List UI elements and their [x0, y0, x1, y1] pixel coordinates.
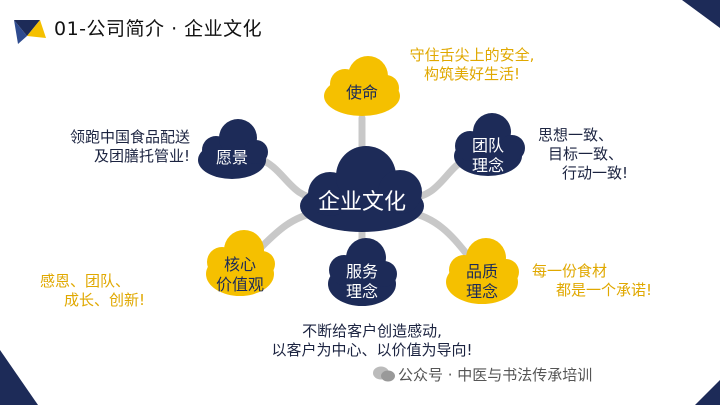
corner-bottom-right: [695, 380, 720, 405]
cloud-mission-label: 使命: [345, 83, 378, 102]
quality-note: 每一份食材 都是一个承诺!: [532, 262, 653, 299]
service-note: 不断给客户创造感动, 以客户为中心、以价值为导向!: [271, 322, 473, 359]
mission-note: 守住舌尖上的安全, 构筑美好生活!: [409, 46, 535, 83]
wechat-icon: [373, 366, 395, 382]
cloud-quality-shape: [446, 238, 519, 304]
page-title: 01-公司简介 · 企业文化: [54, 18, 263, 40]
vision-note: 领跑中国食品配送 及团膳托管业!: [69, 128, 190, 165]
cloud-vision-shape: [198, 119, 268, 179]
corner-top-right: [682, 0, 720, 28]
cloud-service-label: 服务 理念: [345, 262, 378, 301]
cloud-core-shape: [206, 230, 275, 296]
cloud-mission-shape: [324, 56, 400, 116]
cloud-core-label: 核心 价值观: [215, 255, 264, 294]
core-note: 感恩、团队、 成长、创新!: [40, 272, 146, 309]
cloud-team-shape: [454, 113, 525, 176]
cloud-center-label: 企业文化: [317, 190, 406, 215]
logo-mark-icon: [14, 20, 46, 44]
cloud-team-label: 团队 理念: [471, 136, 504, 175]
cloud-quality-label: 品质 理念: [465, 262, 498, 301]
team-note: 思想一致、 目标一致、 行动一致!: [538, 126, 629, 182]
cloud-service-shape: [328, 238, 397, 306]
cloud-center-shape: [300, 146, 424, 232]
watermark-text: 公众号 · 中医与书法传承培训: [398, 366, 593, 384]
corner-bottom-left: [0, 350, 38, 405]
cloud-vision-label: 愿景: [215, 148, 248, 167]
